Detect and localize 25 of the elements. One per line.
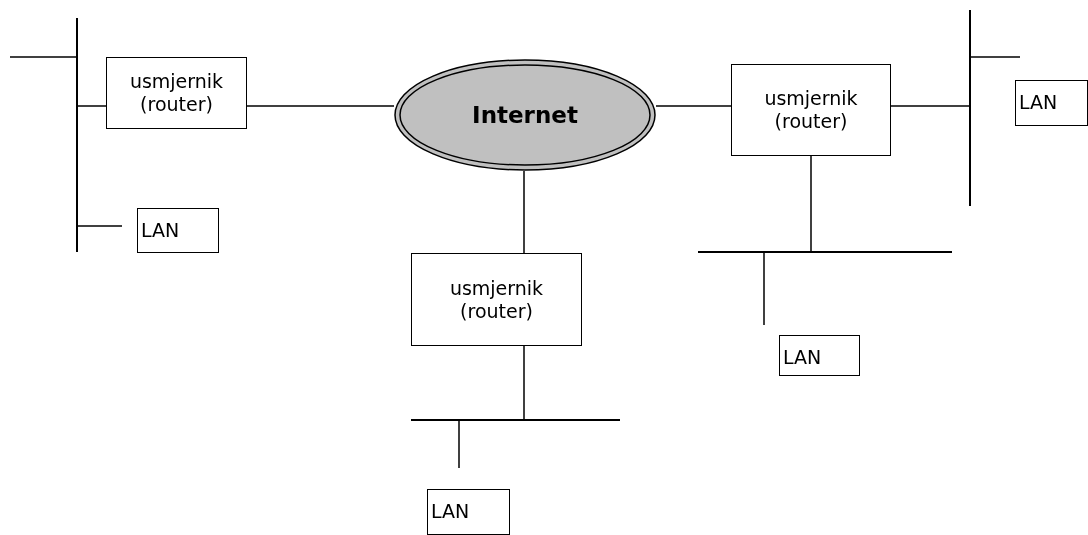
lan-box: LAN xyxy=(779,335,860,376)
connection-line xyxy=(246,105,395,107)
connection-line xyxy=(77,225,123,227)
connection-line xyxy=(458,420,460,469)
network-bus-line xyxy=(698,251,952,253)
router-box: usmjernik (router) xyxy=(411,253,582,346)
network-bus-line xyxy=(411,419,620,421)
lan-box: LAN xyxy=(1015,80,1088,126)
connection-line xyxy=(890,105,970,107)
connection-line xyxy=(970,56,1021,58)
network-bus-line xyxy=(76,18,78,252)
connection-line xyxy=(655,105,732,107)
connection-line xyxy=(9,56,77,58)
connection-line xyxy=(810,155,812,252)
router-box: usmjernik (router) xyxy=(731,64,891,156)
network-ellipse xyxy=(394,59,656,171)
connection-line xyxy=(523,170,525,254)
connection-line xyxy=(77,105,107,107)
lan-box: LAN xyxy=(427,489,510,535)
router-box: usmjernik (router) xyxy=(106,57,247,129)
connection-line xyxy=(763,252,765,326)
connection-line xyxy=(523,345,525,420)
lan-box: LAN xyxy=(137,208,219,253)
network-bus-line xyxy=(969,10,971,206)
network-label: Internet xyxy=(472,102,578,128)
